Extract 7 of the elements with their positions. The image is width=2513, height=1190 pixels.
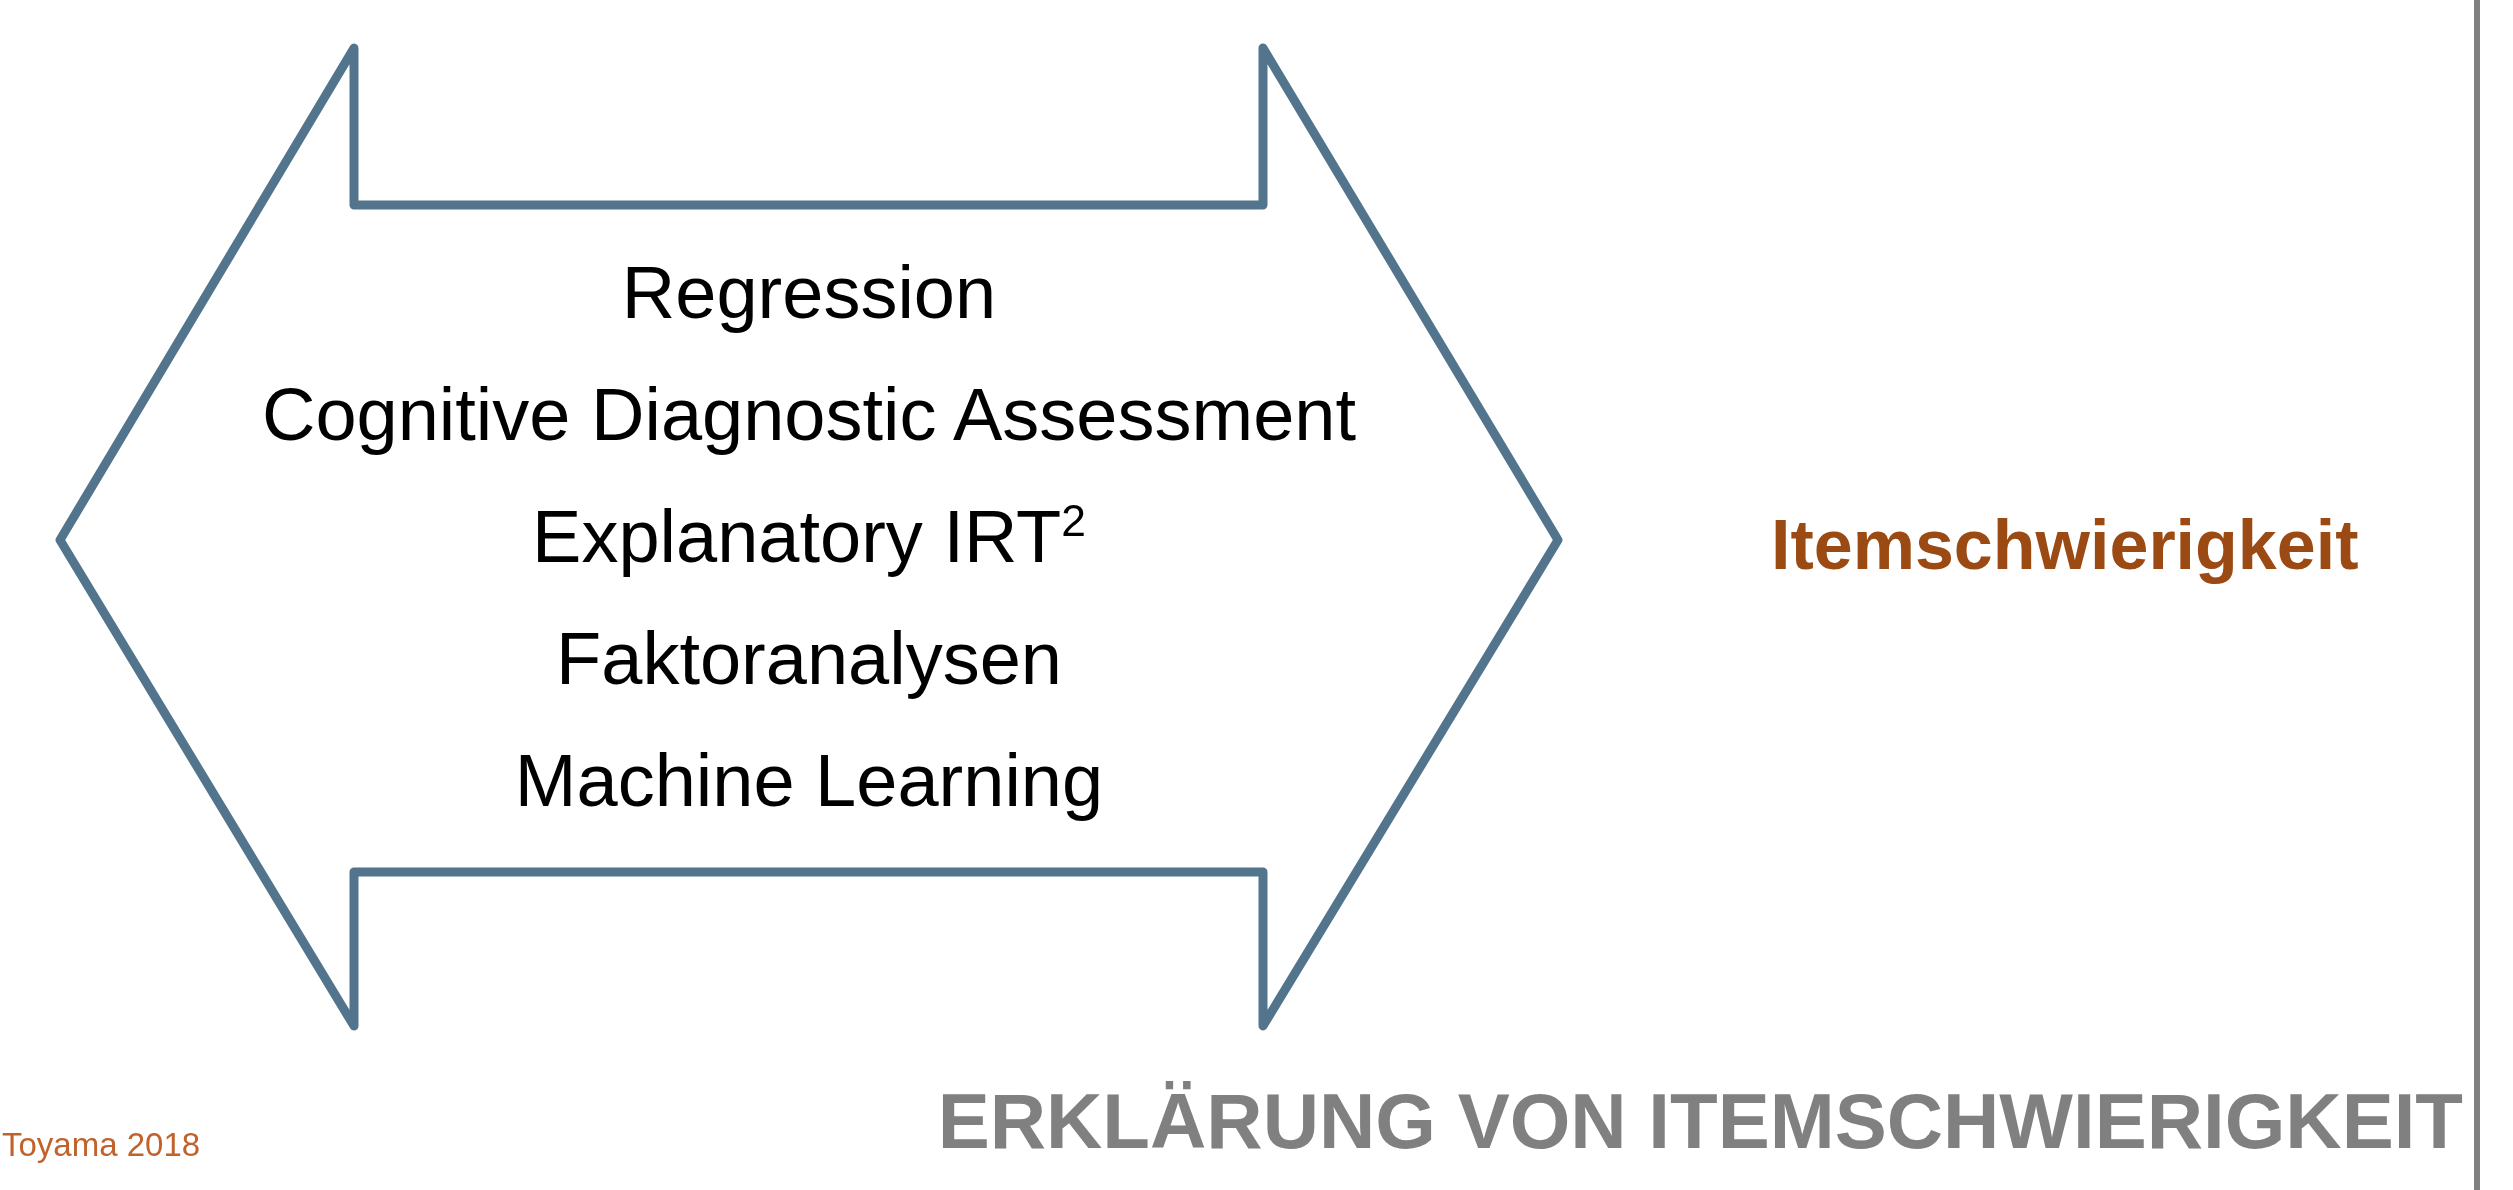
method-text: Faktoranalysen — [556, 617, 1062, 700]
slide-title: ERKLÄRUNG VON ITEMSCHWIERIGKEIT — [937, 1082, 2463, 1160]
method-text: Cognitive Diagnostic Assessment — [261, 373, 1357, 456]
method-text: Explanatory IRT$^{2}$ — [532, 495, 1086, 578]
citation-text: Toyama 2018 — [2, 1128, 201, 1161]
method-text: Machine Learning — [514, 739, 1104, 822]
method-text: Regression — [621, 251, 997, 334]
